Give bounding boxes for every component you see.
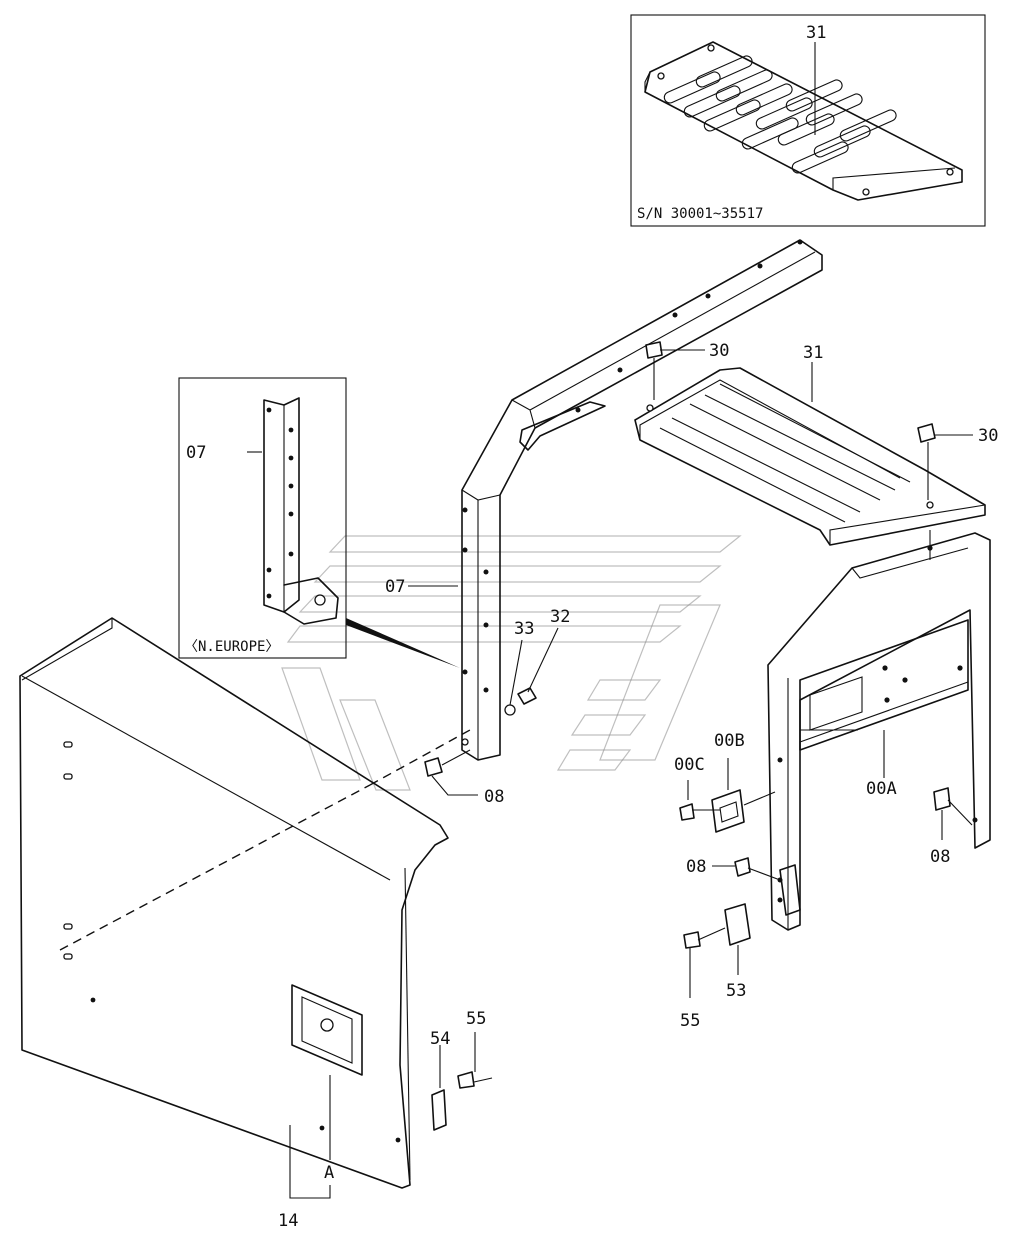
detail-pointer [346, 618, 460, 668]
callout-54-plate: 54 [430, 1029, 450, 1049]
callout-53-bracket: 53 [726, 981, 746, 1001]
beam-holes [461, 239, 803, 746]
callout-07-inset: 07 [186, 443, 206, 463]
callout-07-post: 07 [385, 577, 405, 597]
door-panel [19, 617, 471, 1189]
watermark-logo [281, 535, 742, 791]
callout-08-mid: 08 [686, 857, 706, 877]
callout-30-right: 30 [978, 426, 998, 446]
right-frame [767, 532, 991, 931]
callout-A-detail: A [324, 1163, 334, 1183]
callout-55-lower: 55 [466, 1009, 486, 1029]
callout-32-nut: 32 [550, 607, 570, 627]
callout-31-step: 31 [803, 343, 823, 363]
inset-box-north-europe [178, 377, 347, 659]
door-hinge-holes [63, 741, 401, 1143]
step-plate [634, 367, 986, 546]
upper-frame [461, 239, 823, 761]
callout-00C-bolt: 00C [674, 755, 705, 775]
callout-08-right: 08 [930, 847, 950, 867]
callout-08-lower: 08 [484, 787, 504, 807]
callout-33-washer: 33 [514, 619, 534, 639]
callout-00A-frame: 00A [866, 779, 897, 799]
hardware [289, 341, 973, 1199]
post-holes [266, 407, 294, 599]
serial-range-note: S/N 30001~35517 [637, 206, 763, 222]
frame-holes [777, 545, 978, 903]
inset-box-serial [630, 14, 986, 227]
louver-slots [663, 55, 897, 174]
callout-14-door: 14 [278, 1211, 298, 1231]
region-note-n-europe: 〈N.EUROPE〉 [184, 639, 279, 655]
callout-55-right: 55 [680, 1011, 700, 1031]
callout-31-inset: 31 [806, 23, 826, 43]
callout-30-top: 30 [709, 341, 729, 361]
callout-00B-plate: 00B [714, 731, 745, 751]
